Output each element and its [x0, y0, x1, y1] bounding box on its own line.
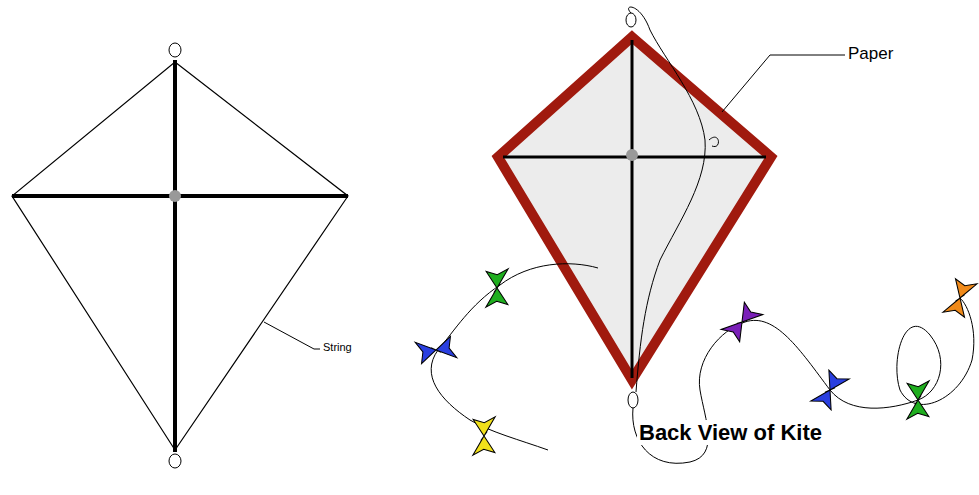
- right-kite: [498, 7, 845, 408]
- kite-tail: [431, 264, 974, 464]
- left-kite: [12, 43, 348, 468]
- view-title: Back View of Kite: [637, 420, 824, 445]
- paper-label: Paper: [846, 44, 895, 64]
- string-label: String: [321, 341, 354, 354]
- tail-bows: [414, 268, 977, 457]
